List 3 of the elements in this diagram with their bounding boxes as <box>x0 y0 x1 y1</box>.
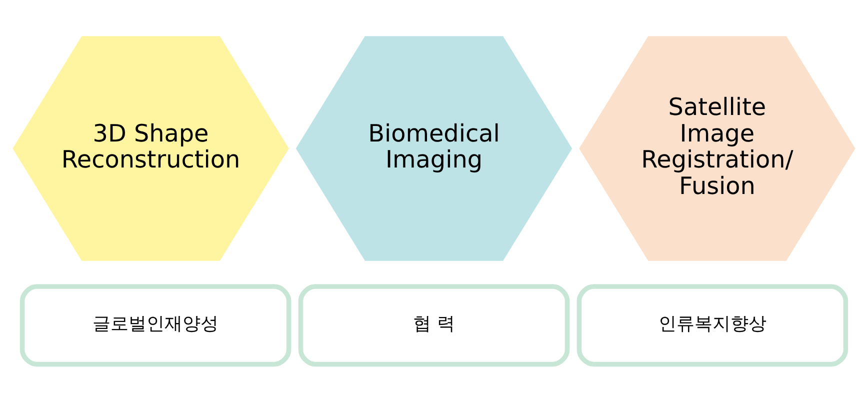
node-box: 인류복지향상 <box>576 284 848 367</box>
node-box: 협 력 <box>298 284 570 367</box>
node-box: 글로벌인재양성 <box>20 284 292 367</box>
